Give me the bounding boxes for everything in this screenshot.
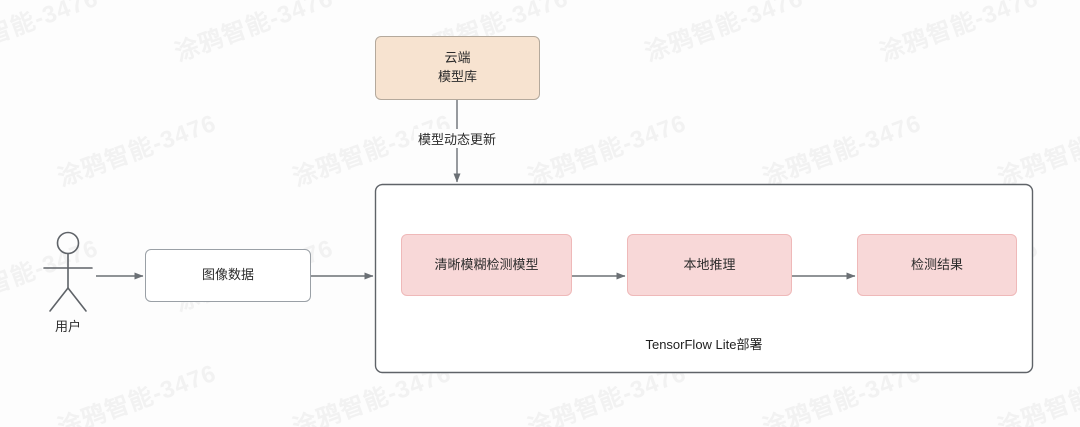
edge-label-model-update: 模型动态更新 (413, 129, 501, 148)
detection-model-label: 清晰模糊检测模型 (434, 256, 539, 272)
node-detection-model[interactable]: 清晰模糊检测模型 (401, 234, 572, 296)
cloud-model-repo-line2: 模型库 (437, 69, 477, 84)
local-inference-label: 本地推理 (683, 256, 736, 272)
node-detection-result[interactable]: 检测结果 (857, 234, 1017, 296)
detection-result-label: 检测结果 (910, 256, 963, 272)
cloud-model-repo-line1: 云端 (444, 50, 471, 66)
node-local-inference[interactable]: 本地推理 (627, 234, 792, 296)
actor-label-user: 用户 (54, 319, 82, 334)
node-image-data[interactable]: 图像数据 (145, 249, 311, 302)
tflite-container-caption: TensorFlow Lite部署 (645, 337, 763, 352)
node-cloud-model-repo[interactable]: 云端 模型库 (375, 36, 540, 100)
image-data-label: 图像数据 (201, 267, 254, 283)
user-actor-icon (43, 231, 93, 312)
